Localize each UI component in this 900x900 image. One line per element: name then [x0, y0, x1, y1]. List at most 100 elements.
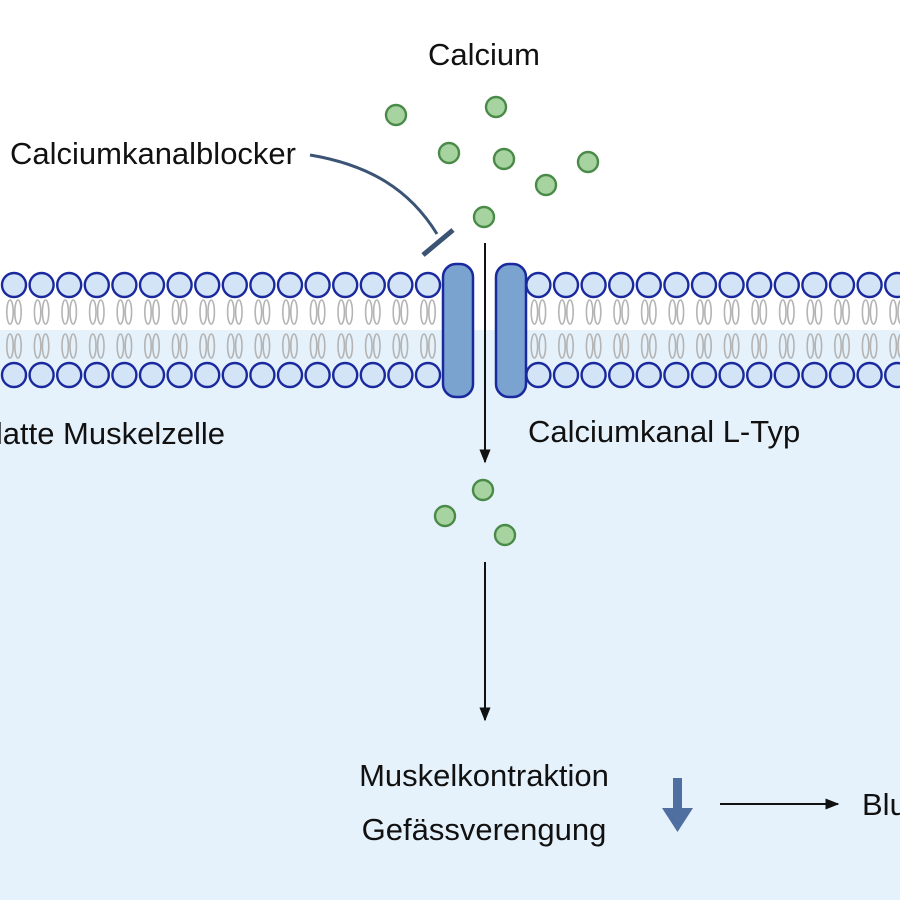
lipid-head: [635, 361, 662, 389]
lipid-tail: [751, 299, 760, 325]
lipid-tail: [613, 333, 622, 359]
lipid-tail: [152, 333, 161, 359]
lipid-head: [746, 271, 773, 299]
lipid-tail: [207, 299, 216, 325]
calcium-ion: [492, 147, 516, 171]
lipid-tail: [61, 333, 70, 359]
lipid-tail: [593, 299, 602, 325]
lipid-head: [28, 361, 55, 389]
lipid-tail: [96, 333, 105, 359]
lipid-tail: [116, 333, 125, 359]
lipid-tail: [861, 333, 870, 359]
lipid-tail: [262, 333, 271, 359]
lipid-tail: [833, 299, 842, 325]
lipid-tail: [14, 333, 23, 359]
lipid-head: [608, 361, 635, 389]
lipid-tail: [695, 333, 704, 359]
lipid-tail: [33, 333, 42, 359]
lipid-head: [55, 361, 83, 389]
lipid-head: [166, 361, 193, 389]
lipid-tail: [869, 333, 878, 359]
lipid-head: [221, 361, 249, 389]
lipid-tail: [723, 333, 732, 359]
calcium-ion: [484, 95, 508, 119]
lipid-tail: [897, 299, 900, 325]
lipid-tail: [668, 333, 677, 359]
lipid-tail: [621, 333, 630, 359]
lipid-tail: [814, 333, 823, 359]
lipid-tail: [345, 333, 354, 359]
calcium-label: Calcium: [428, 37, 540, 72]
lipid-head: [746, 361, 773, 389]
lipid-tail: [538, 299, 547, 325]
lipid-head: [111, 271, 138, 299]
lipid-tail: [814, 299, 823, 325]
lipid-tail: [88, 333, 97, 359]
lipid-tail: [392, 299, 401, 325]
lipid-tail: [786, 299, 795, 325]
lipid-tail: [869, 299, 878, 325]
lipid-head: [332, 271, 359, 299]
lipid-tail: [124, 333, 133, 359]
lipid-head: [884, 271, 900, 299]
lipid-tail: [640, 333, 649, 359]
contraction-label: Muskelkontraktion: [359, 758, 609, 793]
lipid-tail: [778, 299, 787, 325]
lipid-head: [193, 361, 221, 389]
inhibition-bar: [421, 228, 455, 257]
lipid-tail: [171, 299, 180, 325]
lipid-tail: [262, 299, 271, 325]
lipid-head: [773, 361, 800, 389]
lipid-head: [83, 271, 111, 299]
lipid-tail: [364, 299, 373, 325]
lipid-tail: [668, 299, 677, 325]
lipid-tail: [585, 299, 594, 325]
lipid-heads-inner-layer: [0, 361, 900, 389]
lipid-head: [525, 271, 552, 299]
lipid-head: [718, 271, 745, 299]
lipid-tail: [613, 299, 622, 325]
calcium-ion: [437, 141, 461, 165]
lipid-tail: [841, 333, 850, 359]
lipid-tail: [69, 299, 78, 325]
lipid-head: [552, 361, 580, 389]
lipid-head: [414, 271, 442, 299]
lipid-head: [690, 271, 718, 299]
lipid-tail: [33, 299, 42, 325]
lipid-tail: [897, 333, 900, 359]
lipid-head: [276, 271, 304, 299]
lipid-head: [28, 271, 55, 299]
lipid-head: [828, 271, 856, 299]
lipid-head: [166, 271, 193, 299]
calcium-ion: [471, 478, 495, 502]
lipid-head: [525, 361, 552, 389]
lipid-tail: [96, 299, 105, 325]
lipid-tail: [648, 299, 657, 325]
calcium-ions: [384, 95, 600, 547]
lipid-tail: [676, 299, 685, 325]
lipid-tail: [281, 333, 290, 359]
lipid-head: [387, 271, 414, 299]
lipid-head: [55, 271, 83, 299]
lipid-tail: [254, 333, 263, 359]
lipid-tail: [337, 333, 346, 359]
lipid-tail: [345, 299, 354, 325]
lipid-tail: [585, 333, 594, 359]
lipid-head: [580, 361, 607, 389]
lipid-tail: [254, 299, 263, 325]
lipid-tail: [565, 299, 574, 325]
lipid-tail: [226, 333, 235, 359]
lipid-tail: [786, 333, 795, 359]
cell-label: glatte Muskelzelle: [0, 416, 225, 451]
lipid-head: [856, 271, 883, 299]
lipid-tail: [806, 299, 815, 325]
lipid-tail: [703, 299, 712, 325]
lipid-tail: [317, 299, 326, 325]
blocker-curve: [309, 153, 439, 235]
lipid-tail: [530, 299, 539, 325]
lipid-head: [0, 361, 28, 389]
lipid-tail: [557, 333, 566, 359]
lipid-head: [359, 361, 386, 389]
lipid-head: [249, 361, 276, 389]
lipid-tail: [427, 299, 436, 325]
